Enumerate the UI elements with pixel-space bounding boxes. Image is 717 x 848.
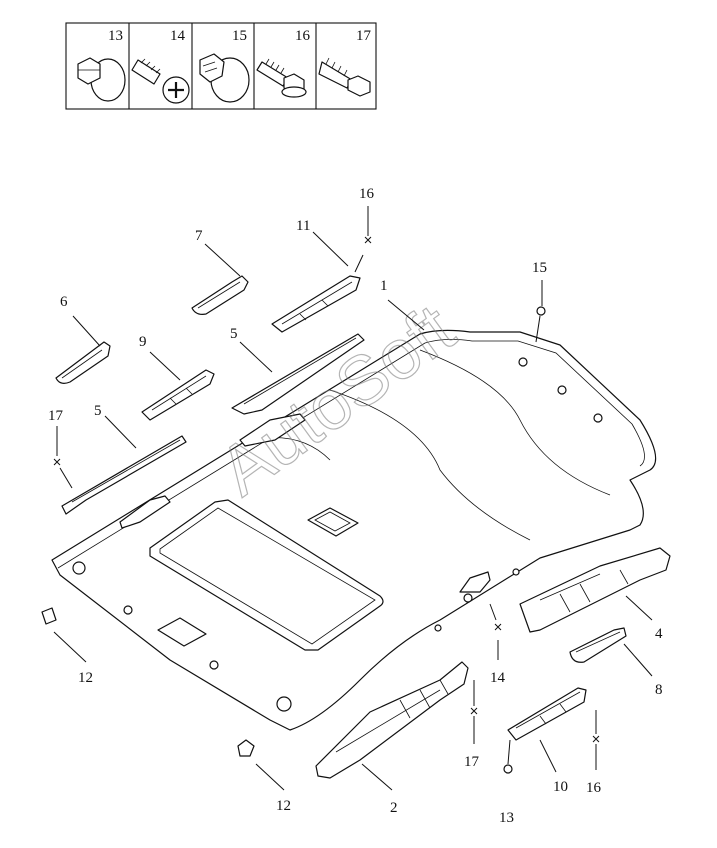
callout-9: 9 bbox=[139, 334, 147, 350]
callout-16: 16 bbox=[359, 186, 375, 202]
headliner-panel bbox=[51, 329, 657, 731]
callout-10: 10 bbox=[553, 779, 568, 795]
callout-1: 1 bbox=[380, 278, 388, 294]
part-4-side-rail bbox=[519, 547, 671, 633]
callout-7: 7 bbox=[195, 228, 203, 244]
fastener-number: 14 bbox=[170, 28, 186, 44]
part-12-clip bbox=[237, 739, 255, 757]
screw-phillips-icon bbox=[131, 58, 190, 104]
fastener-number: 17 bbox=[356, 28, 372, 44]
fastener-number: 15 bbox=[232, 28, 247, 44]
callout-5: 5 bbox=[230, 326, 238, 342]
part-9-bracket bbox=[141, 369, 215, 421]
callout-2: 2 bbox=[390, 800, 398, 816]
bolt-flange-icon bbox=[256, 58, 307, 98]
part-12-clip bbox=[41, 607, 57, 625]
part-5-upper bbox=[231, 333, 365, 415]
callout-17: 17 bbox=[464, 754, 480, 770]
part-6-grab-handle bbox=[55, 341, 111, 384]
fastener-number: 13 bbox=[108, 28, 123, 44]
callout-6: 6 bbox=[60, 294, 68, 310]
callout-14: 14 bbox=[490, 670, 506, 686]
fastener-number: 16 bbox=[295, 28, 311, 44]
clip-round-icon bbox=[199, 53, 250, 103]
part-11-bracket bbox=[271, 275, 361, 333]
part-5-lower bbox=[61, 435, 187, 515]
callout-11: 11 bbox=[296, 218, 310, 234]
callout-5: 5 bbox=[94, 403, 102, 419]
callout-15: 15 bbox=[532, 260, 547, 276]
clip-mushroom-icon bbox=[77, 57, 126, 102]
leader-lines bbox=[53, 206, 653, 791]
fastener-table: 13 14 15 16 17 bbox=[65, 22, 377, 110]
part-8-grab-handle bbox=[569, 627, 627, 663]
callout-16: 16 bbox=[586, 780, 602, 796]
part-2-side-rail bbox=[315, 661, 469, 779]
callouts: 1 2 4 5 5 6 7 8 9 10 11 12 12 13 14 15 1… bbox=[48, 186, 663, 826]
fastener-markers bbox=[53, 236, 600, 774]
part-7-grab-handle bbox=[191, 275, 249, 315]
screw-tapping-icon bbox=[318, 57, 371, 97]
callout-12: 12 bbox=[276, 798, 291, 814]
callout-12: 12 bbox=[78, 670, 93, 686]
callout-4: 4 bbox=[655, 626, 663, 642]
callout-13: 13 bbox=[499, 810, 514, 826]
part-10-bracket bbox=[507, 687, 587, 741]
callout-17: 17 bbox=[48, 408, 64, 424]
callout-8: 8 bbox=[655, 682, 663, 698]
